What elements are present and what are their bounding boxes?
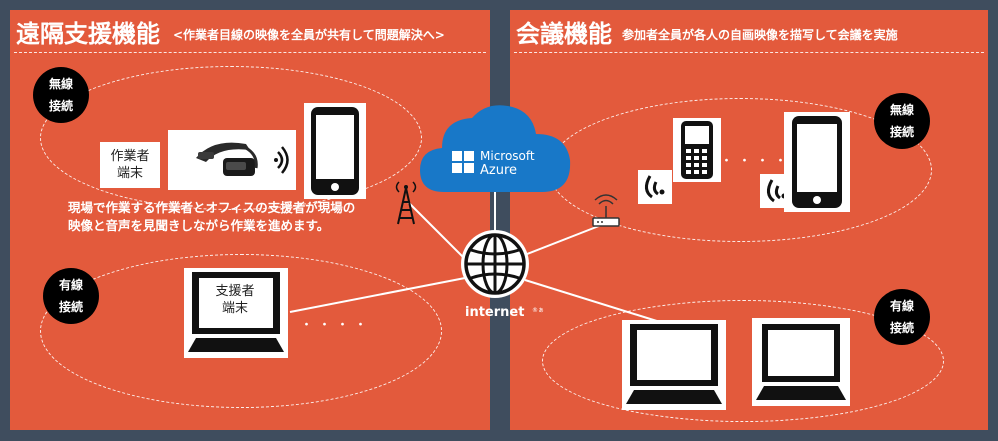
desktop-monitor-icon bbox=[626, 324, 722, 404]
right-section-subtitle: 参加者全員が各人の自画映像を描写して会議を実施 bbox=[622, 28, 898, 42]
left-wired-group-oval bbox=[40, 254, 442, 408]
left-wired-badge: 有線 接続 bbox=[43, 268, 99, 324]
right-section-title: 会議機能 bbox=[516, 20, 612, 48]
label-line-2: 端末 bbox=[221, 301, 248, 316]
badge-line-1: 有線 bbox=[889, 299, 914, 313]
label-line-1: 支援者 bbox=[215, 284, 255, 299]
badge-line-2: 接続 bbox=[889, 125, 914, 139]
badge-line-1: 有線 bbox=[58, 278, 83, 292]
label-line-2: 端末 bbox=[116, 166, 143, 181]
left-section-subtitle: <作業者目線の映像を全員が共有して問題解決へ> bbox=[173, 28, 445, 42]
badge-line-1: 無線 bbox=[48, 77, 73, 91]
badge-line-2: 接続 bbox=[889, 321, 914, 335]
participant-smartphone-card bbox=[784, 112, 850, 212]
wireless-signal-icon bbox=[645, 175, 665, 199]
participant-monitor-card-2 bbox=[752, 318, 850, 406]
description-line-2: 映像と音声を見聞きしながら作業を進めます。 bbox=[68, 218, 330, 233]
right-wired-group-oval bbox=[542, 300, 944, 422]
description-line-1: 現場で作業する作業者とオフィスの支援者が現場の bbox=[68, 200, 356, 215]
left-wireless-group-oval bbox=[40, 66, 422, 210]
feature-phone-icon bbox=[681, 121, 713, 179]
left-section-title: 遠隔支援機能 bbox=[16, 20, 160, 48]
worker-smartphone-card bbox=[304, 103, 366, 199]
smartphone-icon bbox=[792, 116, 842, 208]
worker-terminal-label: 作業者 端末 bbox=[100, 142, 160, 188]
internet-label: internet bbox=[465, 305, 525, 320]
remote-support-description: 現場で作業する作業者とオフィスの支援者が現場の 映像と音声を見聞きしながら作業を… bbox=[68, 199, 355, 235]
supporter-terminal-card bbox=[184, 268, 288, 358]
smartphone-icon bbox=[311, 107, 359, 195]
left-header-bar bbox=[10, 10, 490, 48]
signal-card-1 bbox=[638, 170, 672, 204]
participant-monitor-card-1 bbox=[622, 320, 726, 410]
right-wireless-ellipsis: ・・・・ bbox=[720, 154, 793, 169]
cloud-brand-text: Microsoft bbox=[480, 149, 535, 163]
right-header-bar bbox=[510, 10, 988, 48]
smart-glasses-card bbox=[168, 130, 296, 190]
right-title-underline bbox=[514, 52, 984, 53]
label-line-1: 作業者 bbox=[110, 149, 150, 164]
internet-sup-mark: ®ぁ bbox=[532, 307, 545, 314]
badge-line-1: 無線 bbox=[889, 103, 914, 117]
cloud-icon bbox=[420, 105, 571, 192]
right-wired-badge: 有線 接続 bbox=[874, 289, 930, 345]
supporter-terminal-label: 支援者 端末 bbox=[204, 280, 266, 320]
cloud-product-text: Azure bbox=[480, 163, 518, 178]
left-title-underline bbox=[14, 52, 486, 53]
globe-icon bbox=[461, 230, 529, 298]
antenna-tower-icon bbox=[395, 181, 417, 225]
smart-glasses-icon bbox=[196, 142, 289, 176]
windows-logo-icon bbox=[452, 151, 474, 173]
laptop-icon bbox=[756, 324, 846, 400]
left-wired-ellipsis: ・・・・ bbox=[300, 318, 373, 333]
right-wireless-badge: 無線 接続 bbox=[874, 93, 930, 149]
desktop-monitor-icon bbox=[188, 272, 284, 352]
badge-line-2: 接続 bbox=[58, 300, 83, 314]
wifi-router-icon bbox=[592, 194, 620, 227]
feature-phone-card bbox=[673, 118, 721, 182]
badge-line-2: 接続 bbox=[48, 99, 73, 113]
left-wireless-badge: 無線 接続 bbox=[33, 67, 89, 123]
